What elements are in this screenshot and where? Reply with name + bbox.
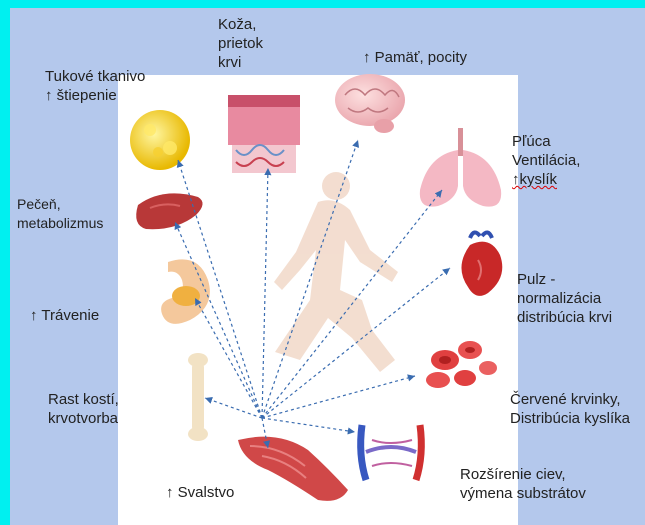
label-koza: Koža, prietok krvi	[218, 15, 263, 72]
red-blood-cells-icon	[426, 341, 497, 388]
liver-icon	[136, 193, 202, 229]
skin-icon	[228, 95, 300, 173]
fat-cells-icon	[130, 110, 190, 170]
label-svalstvo: ↑ Svalstvo	[166, 483, 234, 502]
label-pluca-line1: Pľúca	[512, 132, 580, 151]
muscle-icon	[238, 437, 348, 501]
arrow-blood-cells	[262, 376, 415, 418]
arrow-vessels	[262, 418, 355, 432]
label-pluca-line2: Ventilácia,	[512, 151, 580, 170]
arrow-skin	[262, 168, 268, 418]
blood-vessels-icon	[361, 425, 422, 480]
lungs-icon	[420, 128, 501, 207]
label-pluca: Pľúca Ventilácia, ↑kyslík	[512, 132, 580, 189]
arrow-bone	[205, 398, 262, 418]
label-travenie: ↑ Trávenie	[30, 306, 99, 325]
label-cervene-krvinky: Červené krvinky, Distribúcia kyslíka	[510, 390, 630, 428]
heart-icon	[461, 232, 502, 295]
label-tukove-tkanivo: Tukové tkanivo ↑ štiepenie	[45, 67, 145, 105]
stomach-icon	[161, 259, 210, 323]
bone-icon	[188, 353, 208, 441]
label-rozsirenie-ciev: Rozšírenie ciev, výmena substrátov	[460, 465, 586, 503]
label-rast-kosti: Rast kostí, krvotvorba	[48, 390, 119, 428]
label-pecen: Pečeň, metabolizmus	[17, 195, 103, 233]
label-pamat: ↑ Pamäť, pocity	[363, 48, 467, 67]
brain-icon	[335, 74, 405, 133]
label-pluca-line3: ↑kyslík	[512, 170, 580, 189]
label-pulz: Pulz - normalizácia distribúcia krvi	[517, 270, 612, 327]
